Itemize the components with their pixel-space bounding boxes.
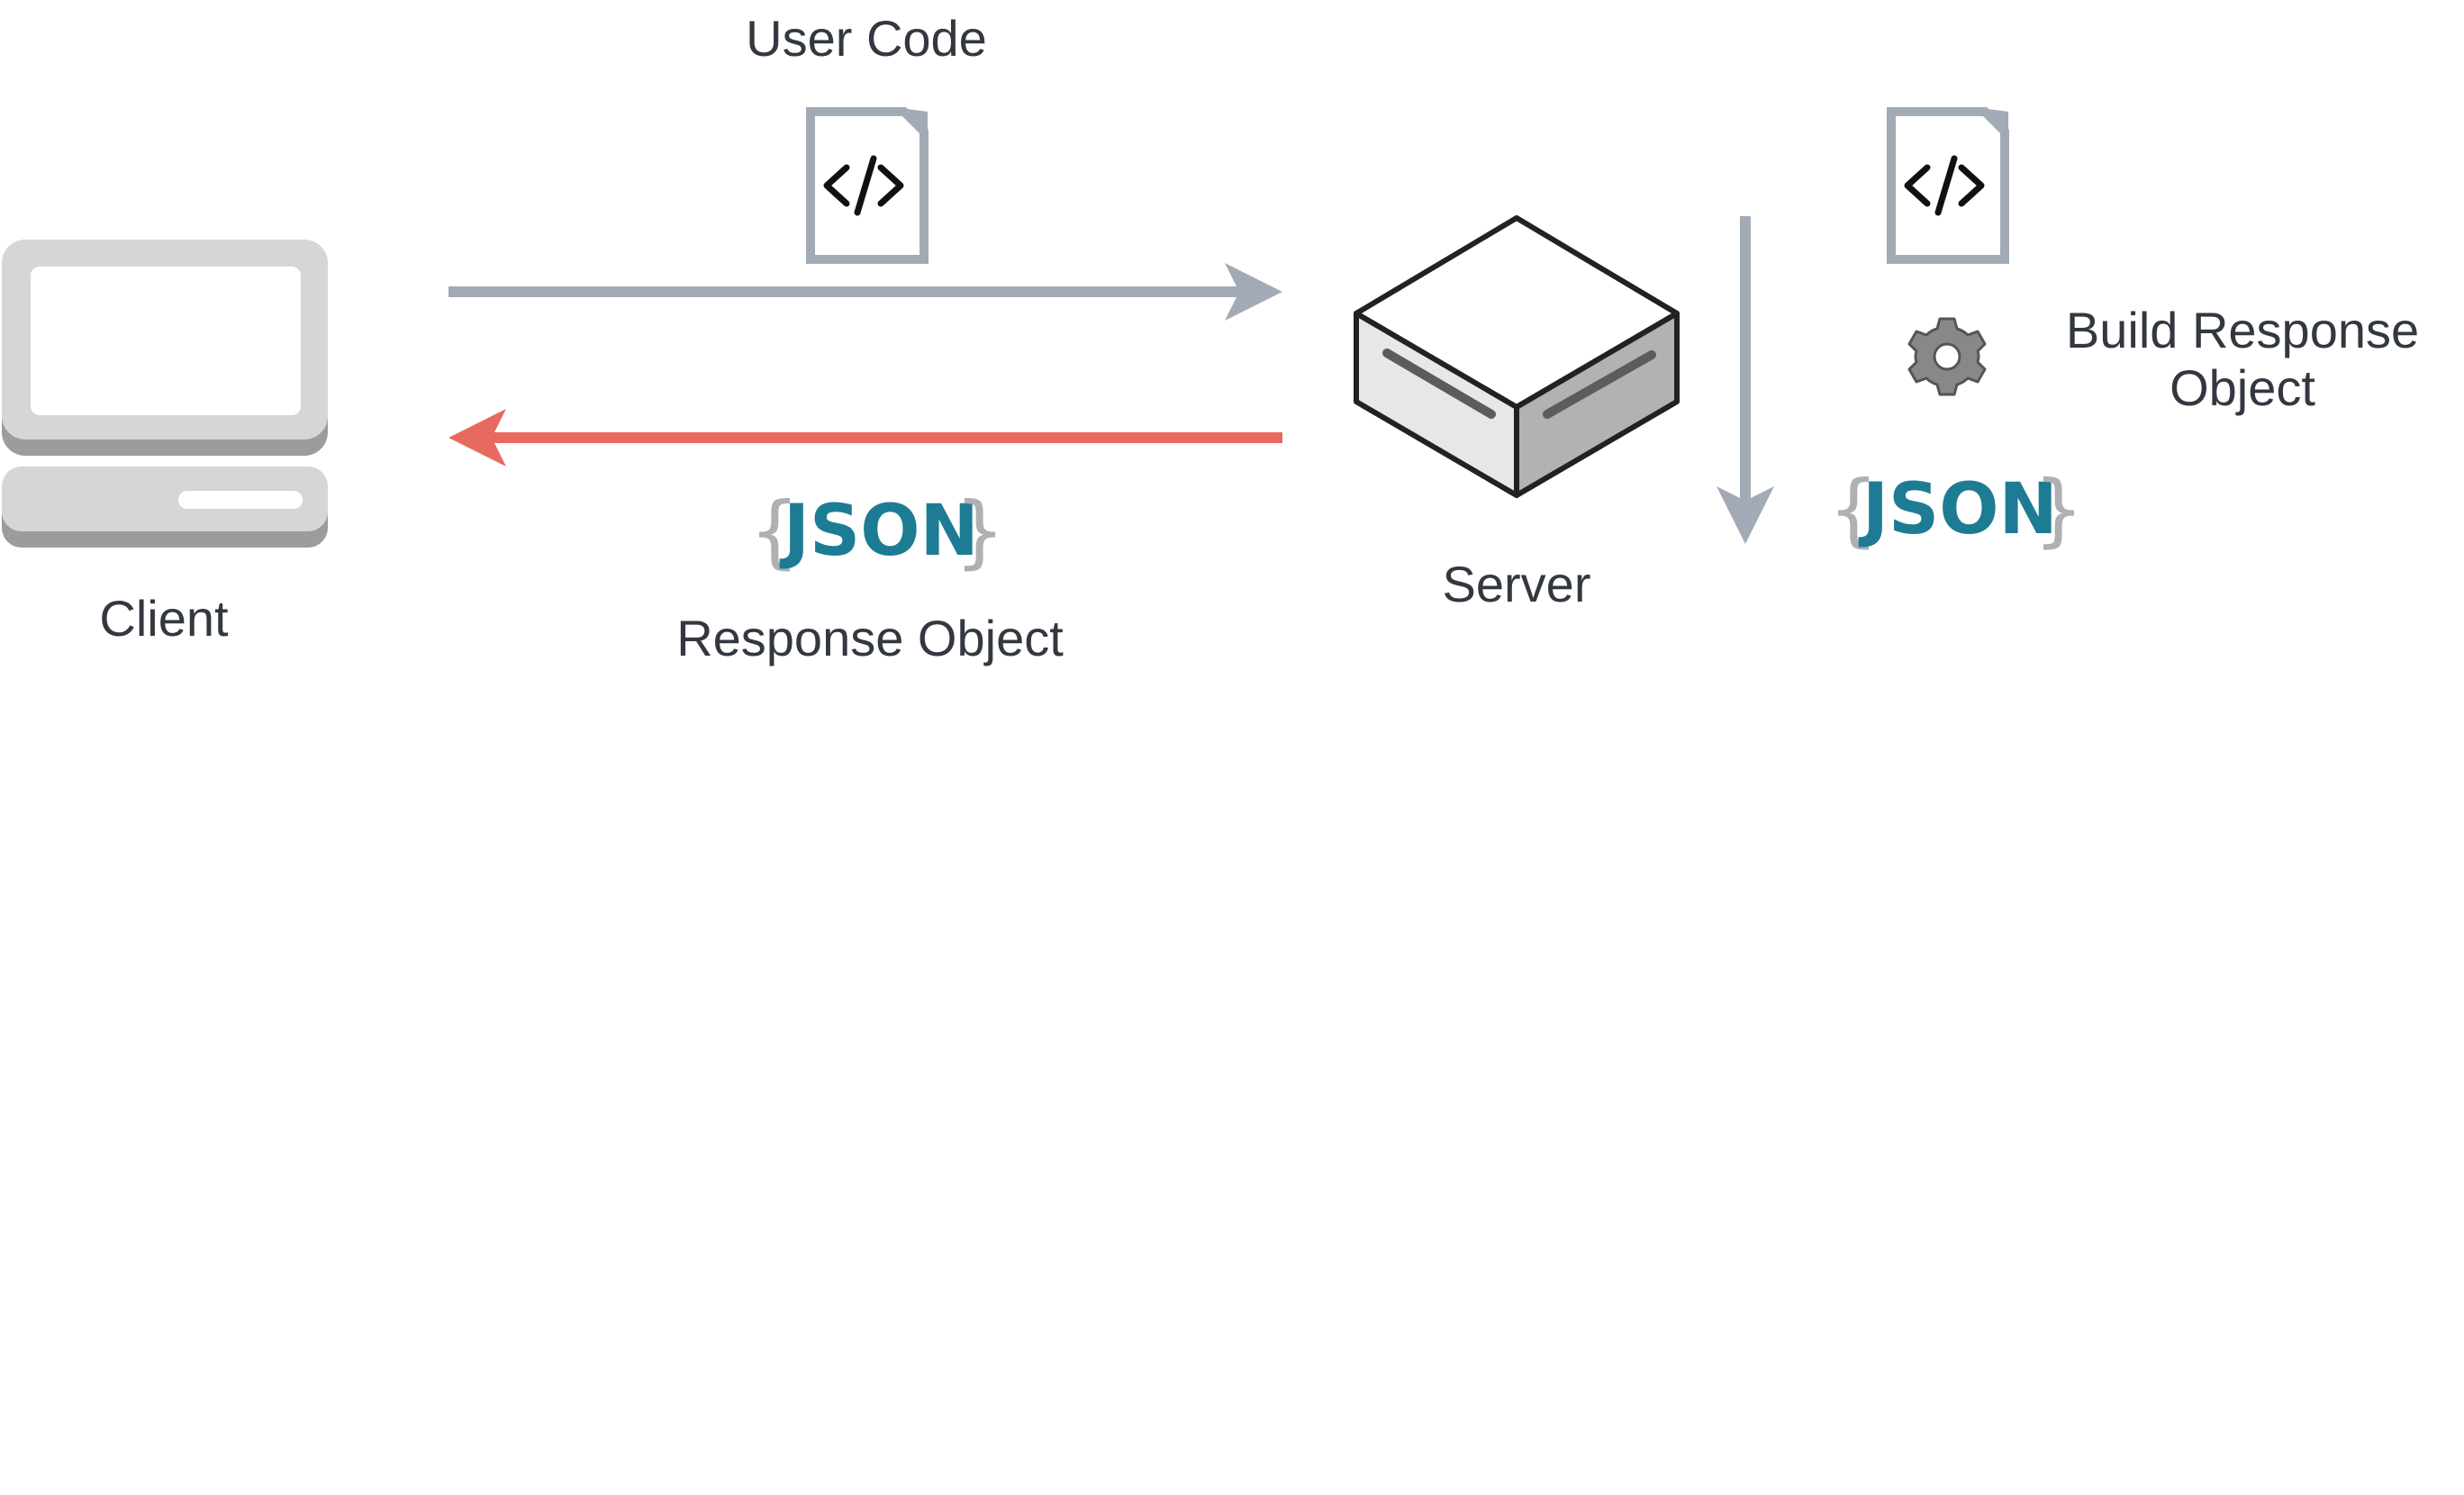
- server-box-icon: [1354, 215, 1680, 498]
- json-text: JSON: [1858, 469, 2058, 550]
- request-arrow: [448, 263, 1282, 321]
- user-code-label: User Code: [746, 10, 987, 67]
- json-open-brace: {: [1828, 463, 1879, 556]
- json-text: JSON: [779, 491, 979, 572]
- build-arrow: [1717, 216, 1774, 544]
- response-object-label: Response Object: [676, 610, 1064, 666]
- response-arrow: [448, 409, 1282, 467]
- json-badge: { JSON }: [1828, 463, 2084, 556]
- json-close-brace: }: [2034, 463, 2084, 556]
- client-label: Client: [99, 590, 229, 647]
- desktop-computer-icon: [2, 240, 328, 548]
- gear-icon: [1907, 317, 1987, 396]
- server-label: Server: [1443, 556, 1591, 612]
- build-response-label-line1: Build Response: [2066, 302, 2419, 358]
- json-badge: { JSON }: [749, 485, 1005, 577]
- code-file-icon: [806, 107, 929, 264]
- code-file-icon: [1887, 107, 2009, 264]
- json-close-brace: }: [955, 485, 1005, 577]
- json-open-brace: {: [749, 485, 800, 577]
- build-response-label-line2: Object: [2170, 359, 2315, 416]
